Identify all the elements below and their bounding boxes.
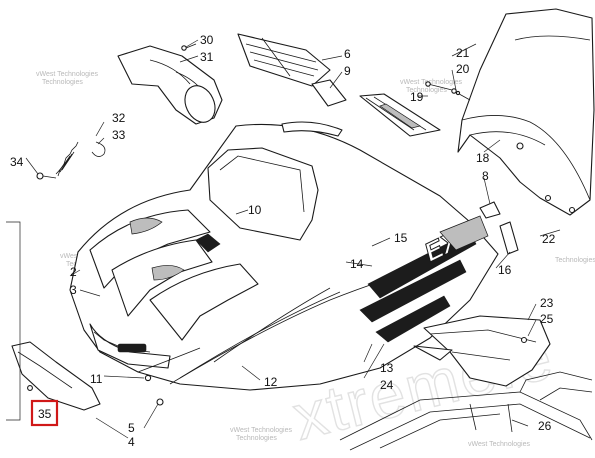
- callout-2: 2: [70, 265, 77, 279]
- callout-23: 23: [540, 296, 554, 310]
- callout-24: 24: [380, 378, 394, 392]
- callout-11: 11: [90, 372, 103, 386]
- hood-body: EXT: [69, 121, 499, 391]
- callout-19: 19: [410, 90, 424, 104]
- callout-26: 26: [538, 419, 552, 433]
- highlight-box: [30, 399, 59, 427]
- front-bumper-bracket: [423, 315, 551, 387]
- small-decal: [311, 79, 347, 107]
- callout-22: 22: [542, 232, 556, 246]
- watermark-text: vWest Technologies: [400, 79, 462, 86]
- callout-35: 35: [38, 407, 52, 421]
- windshield: [457, 8, 595, 216]
- callout-6: 6: [344, 47, 351, 61]
- callout-20: 20: [456, 62, 470, 76]
- watermark-text: vWest Technologies: [36, 71, 98, 78]
- clip: [499, 221, 519, 255]
- callout-3: 3: [70, 283, 77, 297]
- callout-16: 16: [498, 263, 512, 277]
- callout-14: 14: [350, 257, 364, 271]
- watermark-text: vWest Technologies: [468, 441, 530, 448]
- dash-decal: [359, 93, 441, 137]
- hood-bracket: [479, 201, 501, 219]
- hood-latch-spring: [36, 141, 106, 180]
- screw: [181, 43, 197, 51]
- watermark-text: Technologies: [236, 435, 277, 442]
- callout-12: 12: [264, 375, 278, 389]
- watermark-text: vWest Technologies: [230, 427, 292, 434]
- leader-lines: [6, 39, 561, 439]
- bolt: [144, 374, 164, 406]
- callout-21: 21: [456, 46, 470, 60]
- watermark-text: Technologies: [555, 257, 595, 264]
- small-decal: [413, 345, 453, 361]
- windshield-screws: [425, 81, 471, 101]
- callout-8: 8: [482, 169, 489, 183]
- callout-9: 9: [344, 64, 351, 78]
- callout-15: 15: [394, 231, 408, 245]
- callout-labels: 30 31 6 9 21 20 19 32 33 34 18 8 10 15 2…: [10, 33, 556, 449]
- callout-18: 18: [476, 151, 490, 165]
- watermark-text: Technologies: [42, 79, 83, 86]
- callout-30: 30: [200, 33, 214, 47]
- callout-31: 31: [200, 50, 214, 64]
- callout-10: 10: [248, 203, 262, 217]
- top-decal: [237, 33, 331, 87]
- callout-34: 34: [10, 155, 24, 169]
- callout-5: 5: [128, 421, 135, 435]
- chassis-frame: [339, 371, 593, 451]
- callout-13: 13: [380, 361, 394, 375]
- watermark-text: Technologies: [406, 87, 447, 94]
- side-panel: [11, 341, 101, 411]
- callout-25: 25: [540, 312, 554, 326]
- air-duct-cover: [117, 45, 223, 125]
- callout-32: 32: [112, 111, 126, 125]
- callout-33: 33: [112, 128, 126, 142]
- callout-4: 4: [128, 435, 135, 449]
